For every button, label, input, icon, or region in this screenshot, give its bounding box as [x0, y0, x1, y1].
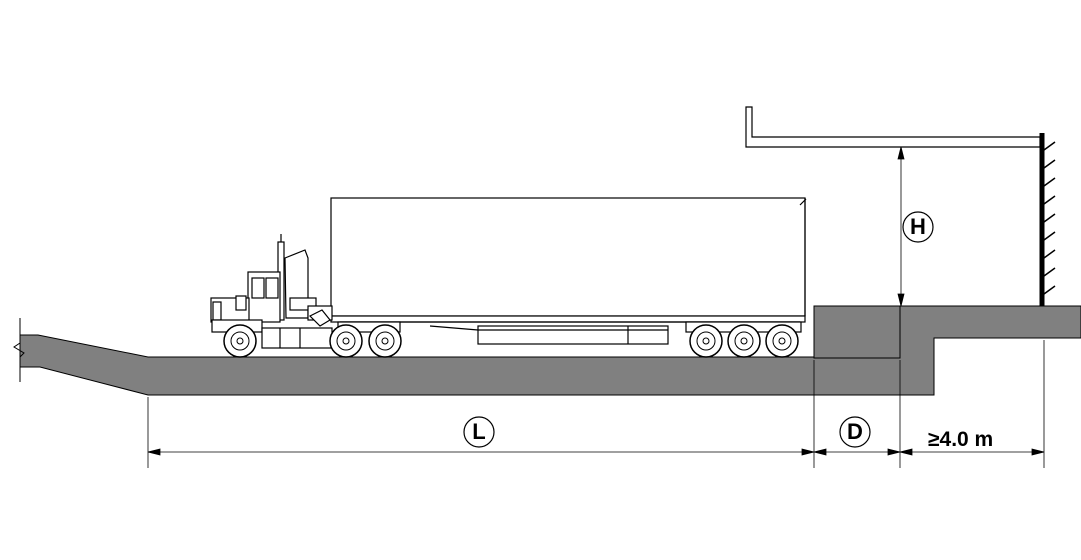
wheel — [765, 324, 799, 358]
wheel — [689, 324, 723, 358]
wheels — [223, 324, 799, 358]
length-label: L — [472, 419, 486, 444]
label-circles — [463, 211, 934, 448]
wheel — [329, 324, 363, 358]
wall-hatch-icon — [1039, 133, 1056, 306]
trailer-icon — [330, 197, 807, 345]
depth-label: D — [847, 419, 863, 444]
height-label: H — [910, 214, 926, 239]
wheel — [368, 324, 402, 358]
canopy — [745, 106, 1041, 148]
break-line-icon — [13, 318, 25, 382]
wheel — [223, 324, 257, 358]
min-distance-label: ≥4.0 m — [928, 428, 994, 451]
wheel — [727, 324, 761, 358]
dimension-lines — [147, 146, 1045, 468]
dock-block — [813, 305, 901, 359]
